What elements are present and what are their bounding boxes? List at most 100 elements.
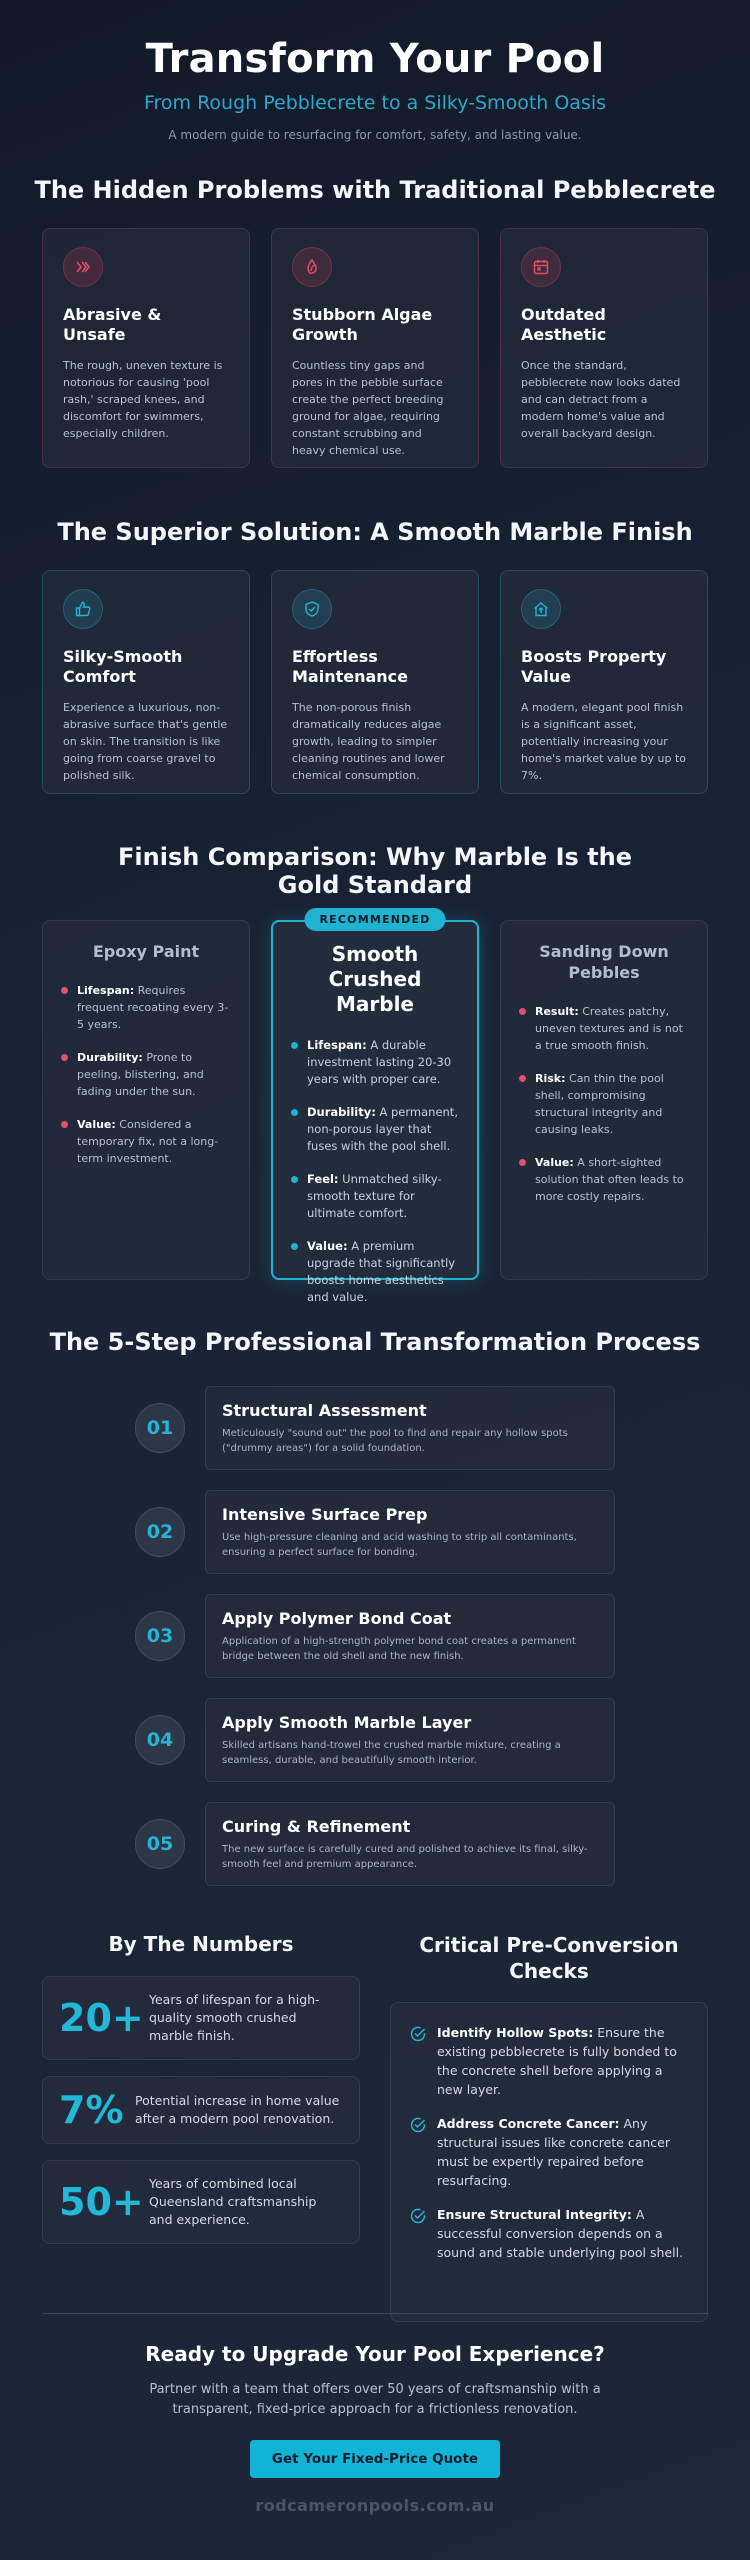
step-box: Apply Smooth Marble Layer Skilled artisa… — [205, 1698, 615, 1782]
step-title: Intensive Surface Prep — [222, 1505, 428, 1524]
page-lead: A modern guide to resurfacing for comfor… — [168, 128, 582, 142]
stat-text: Years of combined local Queensland craft… — [149, 2176, 317, 2227]
solution-card-comfort: Silky-Smooth Comfort Experience a luxuri… — [42, 570, 250, 794]
algae-icon — [292, 247, 332, 287]
list-item: Durability: Prone to peeling, blistering… — [61, 1049, 231, 1100]
problem-card-abrasive: Abrasive & Unsafe The rough, uneven text… — [42, 228, 250, 468]
step-text: The new surface is carefully cured and p… — [222, 1844, 588, 1870]
step-text: Use high-pressure cleaning and acid wash… — [222, 1532, 577, 1558]
process-steps: 01 Structural Assessment Meticulously "s… — [135, 1386, 615, 1906]
comparison-card-title: Smooth Crushed Marble — [328, 942, 422, 1016]
checks-list: Identify Hollow Spots: Ensure the existi… — [390, 2002, 708, 2322]
solution-card-text: A modern, elegant pool finish is a signi… — [521, 701, 686, 782]
list-item: Value: Considered a temporary fix, not a… — [61, 1116, 231, 1167]
step-number: 03 — [135, 1611, 185, 1661]
stat-card-experience: 50+ Years of combined local Queensland c… — [42, 2160, 360, 2244]
solution-card-title: Boosts Property Value — [521, 647, 667, 686]
list-item: Value: A premium upgrade that significan… — [291, 1238, 459, 1306]
check-circle-icon — [410, 2117, 426, 2133]
solution-card-title: Effortless Maintenance — [292, 647, 409, 686]
list-item: Lifespan: A durable investment lasting 2… — [291, 1037, 459, 1088]
comparison-list: Lifespan: A durable investment lasting 2… — [291, 1037, 459, 1306]
comparison-list: Lifespan: Requires frequent recoating ev… — [61, 982, 231, 1167]
comparison-title: Finish Comparison: Why Marble Is the Gol… — [118, 843, 632, 899]
hero: Transform Your Pool From Rough Pebblecre… — [0, 36, 750, 142]
comparison-card-sanding: Sanding Down Pebbles Result: Creates pat… — [500, 920, 708, 1280]
problem-card-algae: Stubborn Algae Growth Countless tiny gap… — [271, 228, 479, 468]
check-item: Ensure Structural Integrity: A successfu… — [409, 2205, 689, 2262]
step-number: 04 — [135, 1715, 185, 1765]
process-step: 01 Structural Assessment Meticulously "s… — [135, 1386, 615, 1470]
cta-title: Ready to Upgrade Your Pool Experience? — [145, 2342, 605, 2366]
comparison-card-marble: RECOMMENDED Smooth Crushed Marble Lifesp… — [271, 908, 479, 1304]
cta-section: Ready to Upgrade Your Pool Experience? P… — [0, 2342, 750, 2478]
stat-text: Potential increase in home value after a… — [135, 2093, 340, 2126]
step-text: Skilled artisans hand-trowel the crushed… — [222, 1740, 561, 1766]
problem-card-title: Stubborn Algae Growth — [292, 305, 433, 344]
list-item: Durability: A permanent, non-porous laye… — [291, 1104, 459, 1155]
step-box: Apply Polymer Bond Coat Application of a… — [205, 1594, 615, 1678]
solutions-title: The Superior Solution: A Smooth Marble F… — [57, 518, 693, 546]
process-step: 03 Apply Polymer Bond Coat Application o… — [135, 1594, 615, 1678]
list-item: Value: A short-sighted solution that oft… — [519, 1154, 689, 1205]
list-item: Risk: Can thin the pool shell, compromis… — [519, 1070, 689, 1138]
step-number: 01 — [135, 1403, 185, 1453]
get-quote-button[interactable]: Get Your Fixed-Price Quote — [250, 2440, 500, 2478]
house-value-icon — [521, 589, 561, 629]
problems-cards: Abrasive & Unsafe The rough, uneven text… — [42, 228, 708, 468]
page-subtitle: From Rough Pebblecrete to a Silky-Smooth… — [143, 92, 607, 114]
process-step: 04 Apply Smooth Marble Layer Skilled art… — [135, 1698, 615, 1782]
scrape-icon — [63, 247, 103, 287]
list-item: Result: Creates patchy, uneven textures … — [519, 1003, 689, 1054]
comparison-card-title: Epoxy Paint — [92, 942, 200, 961]
step-title: Curing & Refinement — [222, 1817, 411, 1836]
solution-card-text: The non-porous finish dramatically reduc… — [292, 701, 445, 782]
step-title: Structural Assessment — [222, 1401, 427, 1420]
problem-card-outdated: Outdated Aesthetic Once the standard, pe… — [500, 228, 708, 468]
comparison-table: Epoxy Paint Lifespan: Requires frequent … — [42, 908, 708, 1304]
step-number: 02 — [135, 1507, 185, 1557]
problem-card-title: Abrasive & Unsafe — [63, 305, 162, 344]
cta-text: Partner with a team that offers over 50 … — [149, 2382, 601, 2417]
process-step: 02 Intensive Surface Prep Use high-press… — [135, 1490, 615, 1574]
step-number: 05 — [135, 1819, 185, 1869]
list-item: Lifespan: Requires frequent recoating ev… — [61, 982, 231, 1033]
check-circle-icon — [410, 2208, 426, 2224]
problem-card-text: The rough, uneven texture is notorious f… — [63, 359, 223, 440]
problem-card-text: Countless tiny gaps and pores in the peb… — [292, 359, 444, 457]
solution-card-maintenance: Effortless Maintenance The non-porous fi… — [271, 570, 479, 794]
footer-domain[interactable]: rodcameronpools.com.au — [255, 2496, 495, 2515]
step-box: Intensive Surface Prep Use high-pressure… — [205, 1490, 615, 1574]
step-box: Curing & Refinement The new surface is c… — [205, 1802, 615, 1886]
stat-value: 20+ — [59, 1996, 144, 2040]
stat-value: 50+ — [59, 2180, 144, 2224]
process-step: 05 Curing & Refinement The new surface i… — [135, 1802, 615, 1886]
check-item: Identify Hollow Spots: Ensure the existi… — [409, 2023, 689, 2099]
comparison-card-title: Sanding Down Pebbles — [539, 942, 669, 982]
stat-card-value: 7% Potential increase in home value afte… — [42, 2076, 360, 2144]
step-title: Apply Smooth Marble Layer — [222, 1713, 472, 1732]
numbers-title: By The Numbers — [108, 1932, 294, 1956]
solution-card-title: Silky-Smooth Comfort — [63, 647, 183, 686]
checks-title: Critical Pre-Conversion Checks — [419, 1933, 679, 1983]
problem-card-title: Outdated Aesthetic — [521, 305, 607, 344]
solutions-cards: Silky-Smooth Comfort Experience a luxuri… — [42, 570, 708, 794]
list-item: Feel: Unmatched silky-smooth texture for… — [291, 1171, 459, 1222]
thumbs-up-icon — [63, 589, 103, 629]
recommended-badge: RECOMMENDED — [304, 908, 446, 931]
page-title: Transform Your Pool — [145, 36, 605, 82]
calendar-icon — [521, 247, 561, 287]
shield-check-icon — [292, 589, 332, 629]
section-divider — [42, 2313, 708, 2314]
step-box: Structural Assessment Meticulously "soun… — [205, 1386, 615, 1470]
stat-value: 7% — [59, 2088, 124, 2132]
stat-text: Years of lifespan for a high-quality smo… — [149, 1992, 320, 2043]
check-circle-icon — [410, 2026, 426, 2042]
problem-card-text: Once the standard, pebblecrete now looks… — [521, 359, 681, 440]
step-text: Application of a high-strength polymer b… — [222, 1636, 576, 1662]
solution-card-value: Boosts Property Value A modern, elegant … — [500, 570, 708, 794]
problems-title: The Hidden Problems with Traditional Peb… — [34, 176, 716, 204]
check-item: Address Concrete Cancer: Any structural … — [409, 2114, 689, 2190]
comparison-card-epoxy: Epoxy Paint Lifespan: Requires frequent … — [42, 920, 250, 1280]
